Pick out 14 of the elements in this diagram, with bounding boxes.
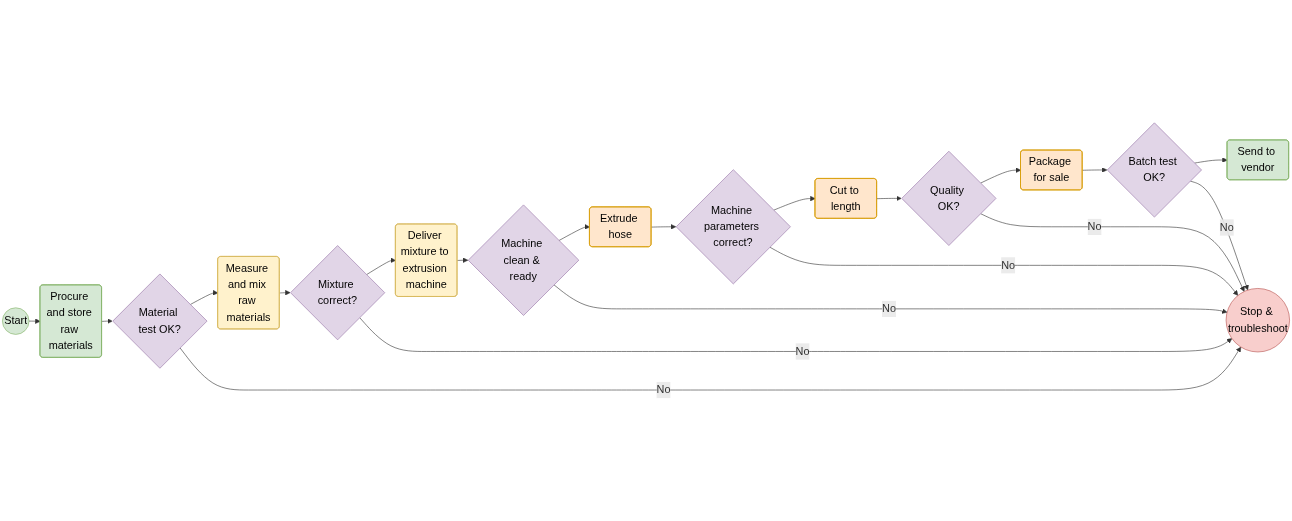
node-diamond: Machine clean & ready bbox=[467, 204, 580, 316]
node-diamond: Machine parameters correct? bbox=[675, 169, 791, 285]
node-diamond: Batch test OK? bbox=[1106, 122, 1202, 218]
node-circle: Start bbox=[2, 307, 30, 335]
edge-label: No bbox=[656, 383, 671, 396]
edge-label: No bbox=[795, 345, 810, 358]
node-diamond: Material test OK? bbox=[112, 273, 208, 369]
node-diamond: Mixture correct? bbox=[290, 245, 386, 341]
edge-label: No bbox=[882, 302, 896, 315]
node-circle: Stop & troubleshoot bbox=[1225, 288, 1290, 353]
edge-label: No bbox=[1087, 220, 1102, 233]
edge-label: No bbox=[1001, 258, 1016, 272]
node-diamond: Quality OK? bbox=[901, 150, 997, 246]
edge-label: No bbox=[1219, 221, 1234, 234]
